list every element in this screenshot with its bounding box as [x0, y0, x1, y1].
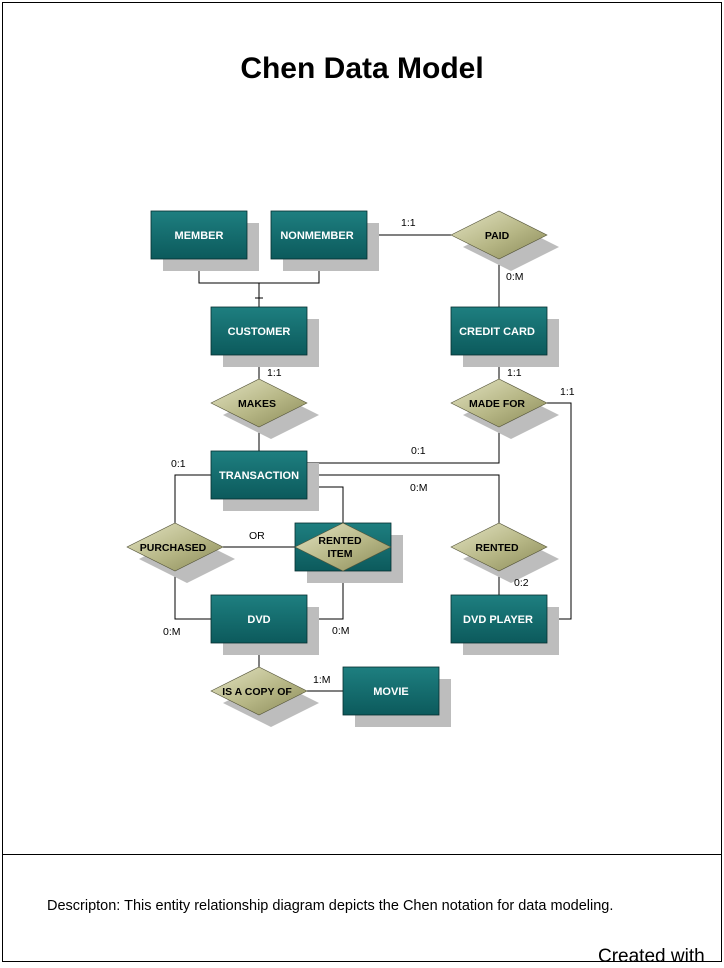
cardinality-customer-makes: 1:1: [267, 367, 282, 379]
entity-dvd[interactable]: DVD: [210, 594, 319, 655]
line-made-for-dvd-player: [547, 402, 572, 620]
relationship-rented-label: RENTED: [475, 542, 519, 554]
line-transaction-rented: [307, 474, 500, 523]
relationship-makes[interactable]: MAKES: [210, 378, 319, 439]
cardinality-copy-of-movie: 1:M: [313, 674, 331, 686]
entity-credit-card[interactable]: CREDIT CARD: [450, 306, 559, 367]
cardinality-made-for-transaction: 0:1: [411, 445, 426, 457]
cardinality-purchased-dvd: 0:M: [163, 626, 181, 638]
rented-item-label-line1: RENTED: [318, 535, 362, 547]
entity-transaction[interactable]: TRANSACTION: [210, 450, 319, 511]
rented-item-label-line2: ITEM: [327, 548, 352, 560]
relationship-made-for-label: MADE FOR: [469, 398, 525, 410]
cardinality-made-for-dvd-player: 1:1: [560, 386, 575, 398]
relationship-is-a-copy-of-label: IS A COPY OF: [222, 686, 292, 698]
entity-movie-label: MOVIE: [373, 686, 408, 698]
relationship-is-a-copy-of[interactable]: IS A COPY OF: [210, 666, 319, 727]
cardinality-transaction-purchased: 0:1: [171, 458, 186, 470]
footer-divider: [2, 854, 722, 855]
entity-member[interactable]: MEMBER: [150, 210, 259, 271]
cardinality-rented-item-dvd: 0:M: [332, 625, 350, 637]
line-transaction-purchased: [174, 474, 211, 523]
entity-movie[interactable]: MOVIE: [342, 666, 451, 727]
relationship-paid[interactable]: PAID: [450, 210, 559, 271]
relationship-makes-label: MAKES: [238, 398, 276, 410]
cardinality-transaction-rented: 0:M: [410, 482, 428, 494]
er-diagram: MEMBER NONMEMBER CUSTOMER CREDIT CARD TR…: [126, 210, 575, 727]
associative-entity-rented-item[interactable]: RENTED ITEM: [294, 522, 403, 583]
relationship-made-for[interactable]: MADE FOR: [450, 378, 559, 439]
page-title: Chen Data Model: [240, 52, 484, 85]
line-purchased-dvd: [174, 571, 211, 620]
cardinality-labels: 1:1 0:M 1:1 1:1 1:1 0:1 0:1 0:M OR 0:2 0…: [163, 217, 575, 686]
cardinality-nonmember-paid: 1:1: [401, 217, 416, 229]
label-or: OR: [249, 530, 265, 542]
entity-customer-label: CUSTOMER: [228, 326, 291, 338]
cardinality-rented-dvd-player: 0:2: [514, 577, 529, 589]
line-made-for-transaction: [307, 427, 500, 464]
relationship-rented[interactable]: RENTED: [450, 522, 559, 583]
cardinality-paid-credit-card: 0:M: [506, 271, 524, 283]
relationship-purchased[interactable]: PURCHASED: [126, 522, 235, 583]
entity-dvd-label: DVD: [247, 614, 270, 626]
entity-nonmember-label: NONMEMBER: [280, 230, 353, 242]
entity-customer[interactable]: CUSTOMER: [210, 306, 319, 367]
relationship-paid-label: PAID: [485, 230, 510, 242]
entity-credit-card-label: CREDIT CARD: [459, 326, 535, 338]
entity-dvd-player-label: DVD PLAYER: [463, 614, 533, 626]
relationship-purchased-label: PURCHASED: [140, 542, 207, 554]
created-with-footer: Created with: [598, 946, 705, 967]
entity-dvd-player[interactable]: DVD PLAYER: [450, 594, 559, 655]
entity-member-label: MEMBER: [175, 230, 224, 242]
entity-transaction-label: TRANSACTION: [219, 470, 299, 482]
diagram-description: Descripton: This entity relationship dia…: [47, 898, 614, 914]
cardinality-credit-card-made-for: 1:1: [507, 367, 522, 379]
entity-nonmember[interactable]: NONMEMBER: [270, 210, 379, 271]
